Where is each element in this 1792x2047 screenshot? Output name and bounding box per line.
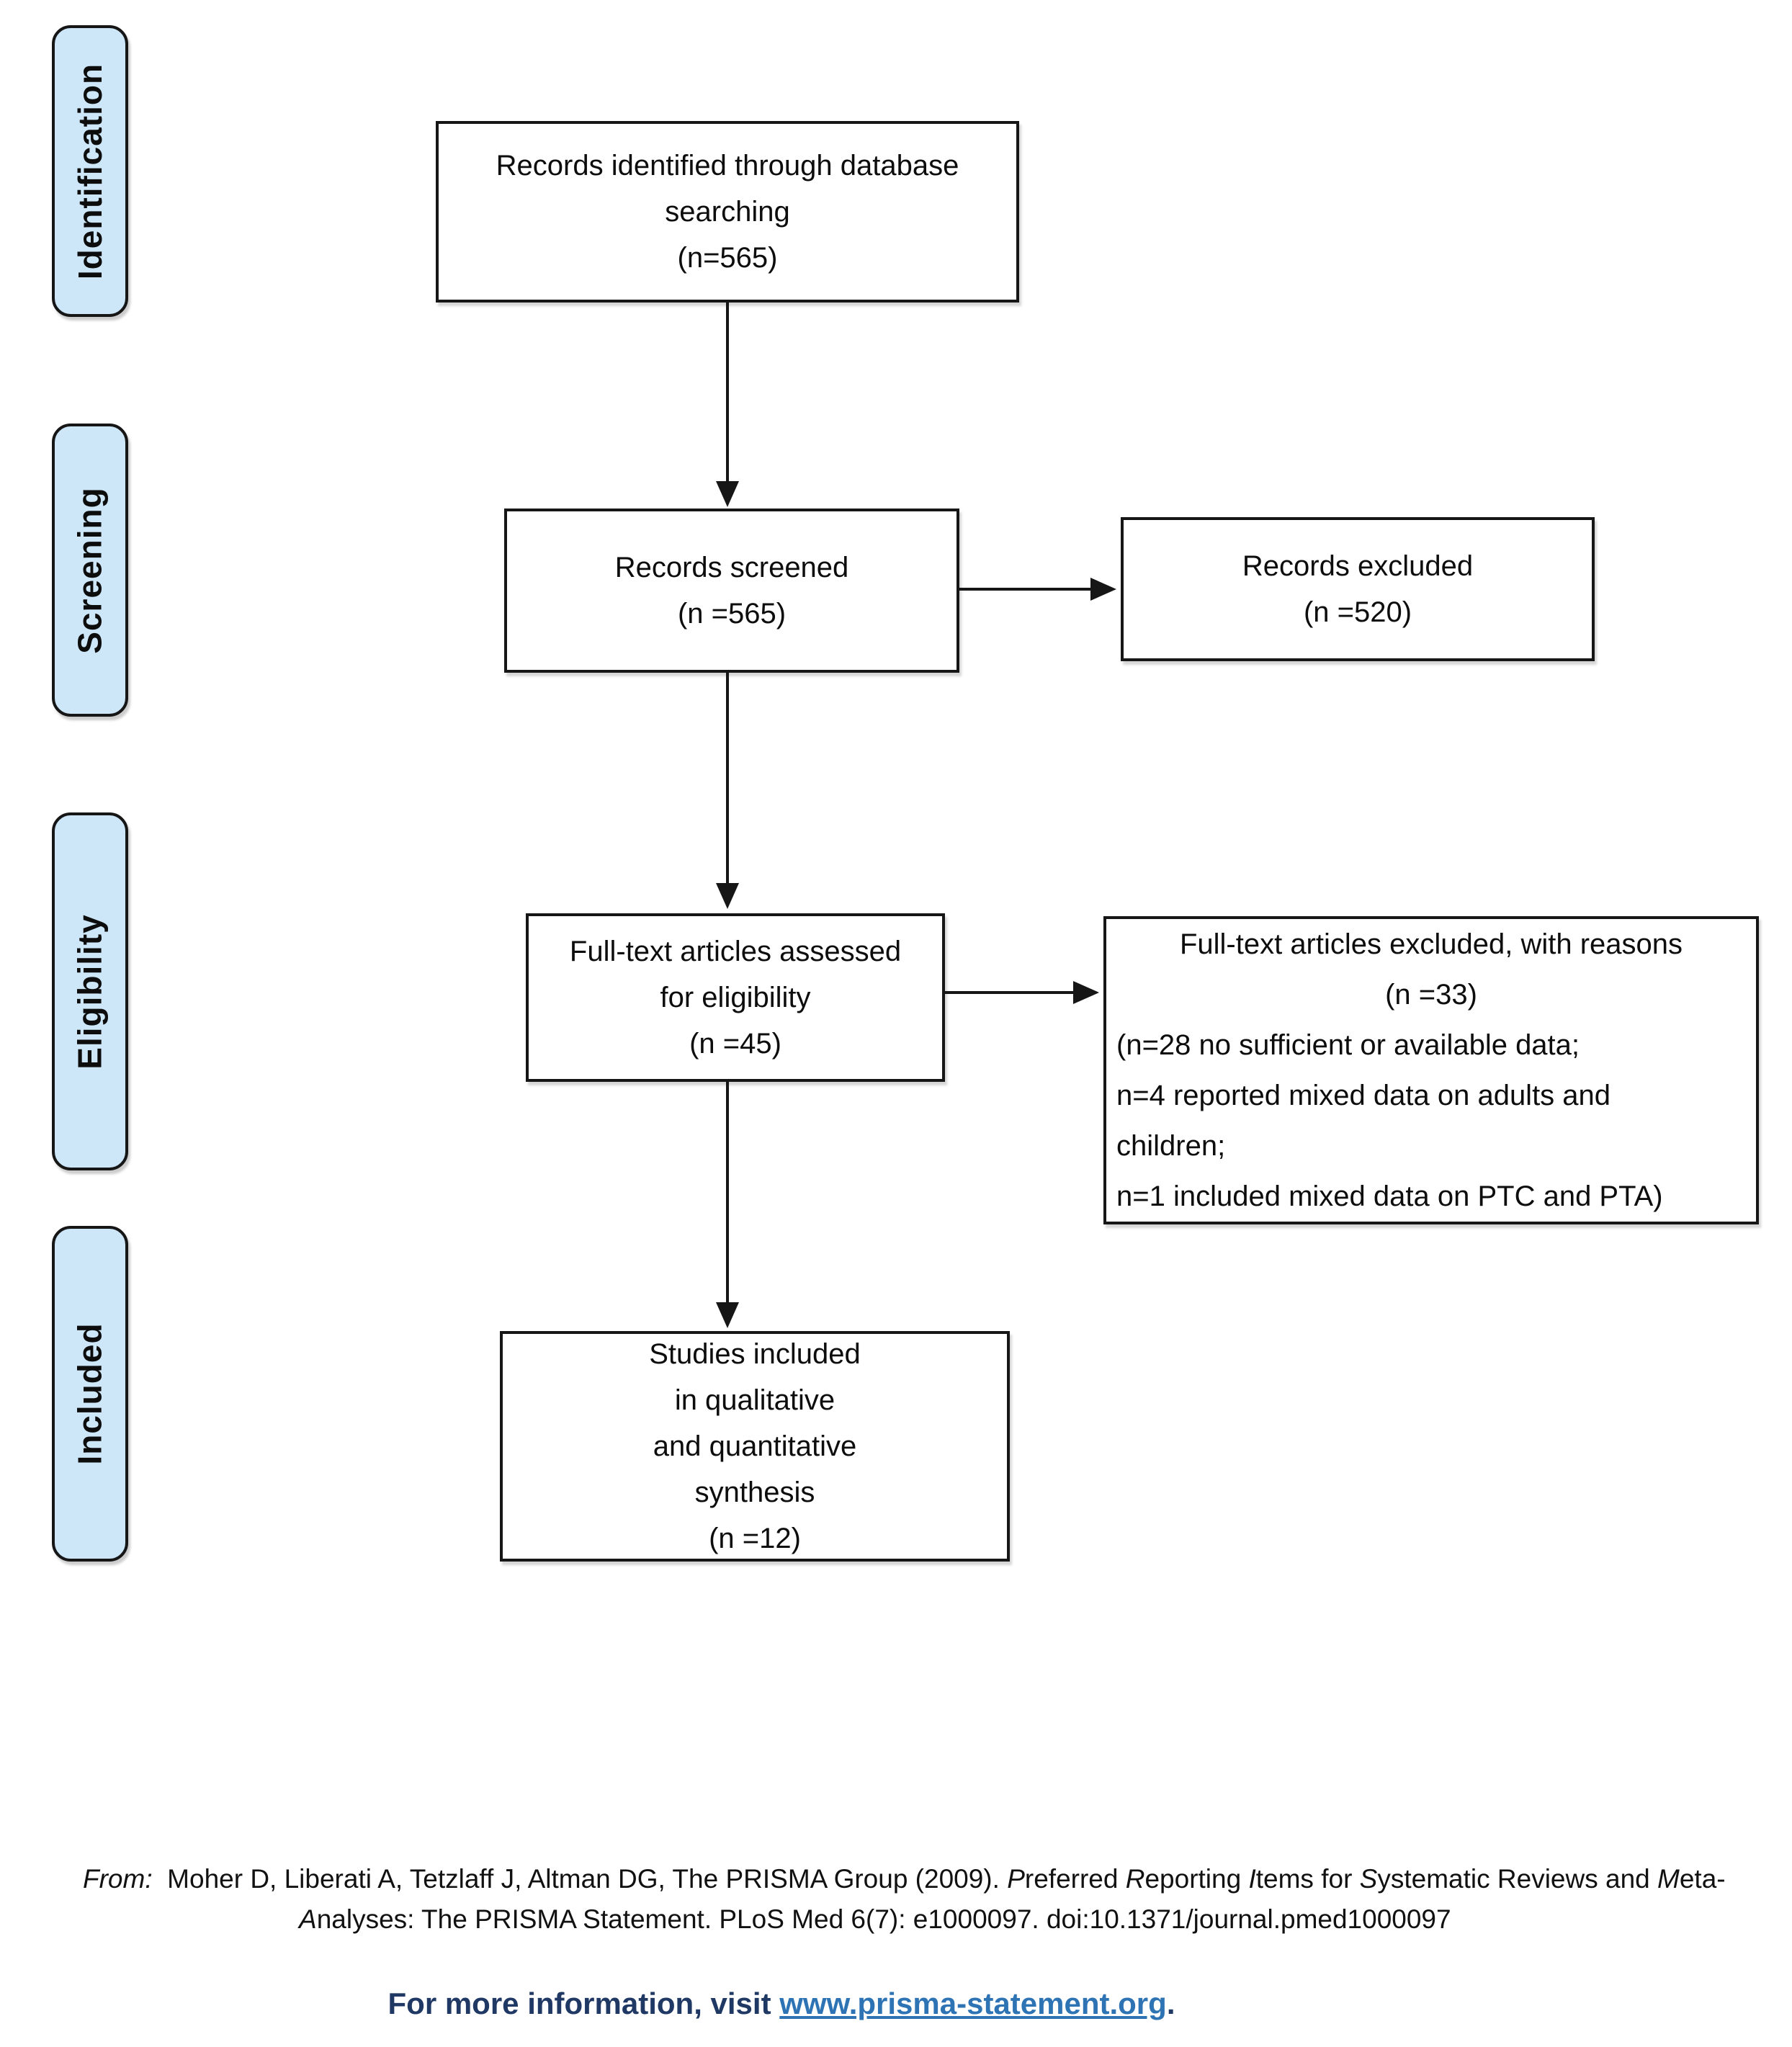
box-records-identified: Records identified through database sear… [436,121,1019,303]
arrow-right-icon [959,588,1093,591]
box-text-line: n=1 included mixed data on PTC and PTA) [1116,1181,1663,1212]
arrowhead-right-icon [1090,578,1116,601]
citation-segment: A [299,1904,317,1934]
box-text-line: Records identified through database [496,150,959,182]
box-records-excluded: Records excluded (n =520) [1121,517,1595,661]
box-text-line: (n=565) [677,242,778,274]
box-text-line: Records screened [614,552,849,583]
stage-label-included: Included [71,1322,109,1465]
citation-segment: M [1657,1864,1680,1894]
arrow-right-icon [945,991,1076,994]
box-text-line: n=4 reported mixed data on adults and [1116,1080,1611,1111]
box-text-line: (n =565) [677,598,787,630]
box-text-line: children; [1116,1130,1226,1162]
arrowhead-down-icon [716,481,739,507]
stage-band-identification: Identification [52,25,128,317]
arrowhead-down-icon [716,1302,739,1328]
citation-segment: nalyses: The PRISMA Statement. PLoS Med … [316,1904,1451,1934]
box-text-line: (n =12) [709,1523,801,1554]
box-text-line: and quantitative [653,1430,857,1462]
citation-segment: Moher D, Liberati A, Tetzlaff J, Altman … [152,1864,1008,1894]
box-text-line: for eligibility [660,982,811,1013]
more-info-line: For more information, visit www.prisma-s… [0,1986,1563,2021]
box-text-line: (n =45) [689,1028,781,1060]
citation-segment: I [1248,1864,1256,1894]
box-text-line: (n =33) [1385,979,1477,1011]
more-info-period: . [1166,1986,1175,2020]
prisma-statement-link[interactable]: www.prisma-statement.org [779,1986,1167,2020]
box-fulltext-excluded: Full-text articles excluded, with reason… [1103,916,1759,1224]
arrowhead-right-icon [1073,981,1099,1004]
citation-line-2: Analyses: The PRISMA Statement. PLoS Med… [299,1900,1451,1939]
citation-segment: tems for [1255,1864,1360,1894]
arrow-down-icon [726,303,729,484]
box-text-line: Full-text articles assessed [569,936,902,967]
box-studies-included: Studies included in qualitative and quan… [500,1331,1010,1562]
box-text-line: (n=28 no sufficient or available data; [1116,1029,1580,1061]
citation-segment: referred [1024,1864,1126,1894]
stage-band-eligibility: Eligibility [52,812,128,1170]
box-text-line: Full-text articles excluded, with reason… [1179,928,1683,960]
box-text-line: Records excluded [1242,550,1474,582]
box-text-line: in qualitative [674,1384,835,1416]
more-info-text: For more information, visit [387,1986,780,2020]
box-text-line: synthesis [694,1477,815,1508]
citation-segment: S [1359,1864,1378,1894]
box-records-screened: Records screened (n =565) [504,509,959,673]
citation-segment: ystematic Reviews and [1377,1864,1658,1894]
box-fulltext-assessed: Full-text articles assessed for eligibil… [526,913,945,1082]
box-text-line: Studies included [649,1338,861,1370]
arrow-down-icon [726,673,729,884]
citation-segment: eta- [1679,1864,1726,1894]
arrow-down-icon [726,1082,729,1304]
citation-segment: P [1007,1864,1025,1894]
box-text-line: (n =520) [1303,596,1412,628]
stage-label-screening: Screening [71,486,109,654]
citation-segment: eporting [1144,1864,1249,1894]
citation-segment: From: [83,1864,153,1894]
citation-segment: R [1125,1864,1145,1894]
arrowhead-down-icon [716,883,739,909]
citation-line-1: From: Moher D, Liberati A, Tetzlaff J, A… [83,1860,1726,1899]
box-text-line: searching [665,196,790,228]
stage-label-eligibility: Eligibility [71,913,109,1070]
stage-band-included: Included [52,1226,128,1562]
stage-label-identification: Identification [71,63,109,279]
stage-band-screening: Screening [52,424,128,717]
